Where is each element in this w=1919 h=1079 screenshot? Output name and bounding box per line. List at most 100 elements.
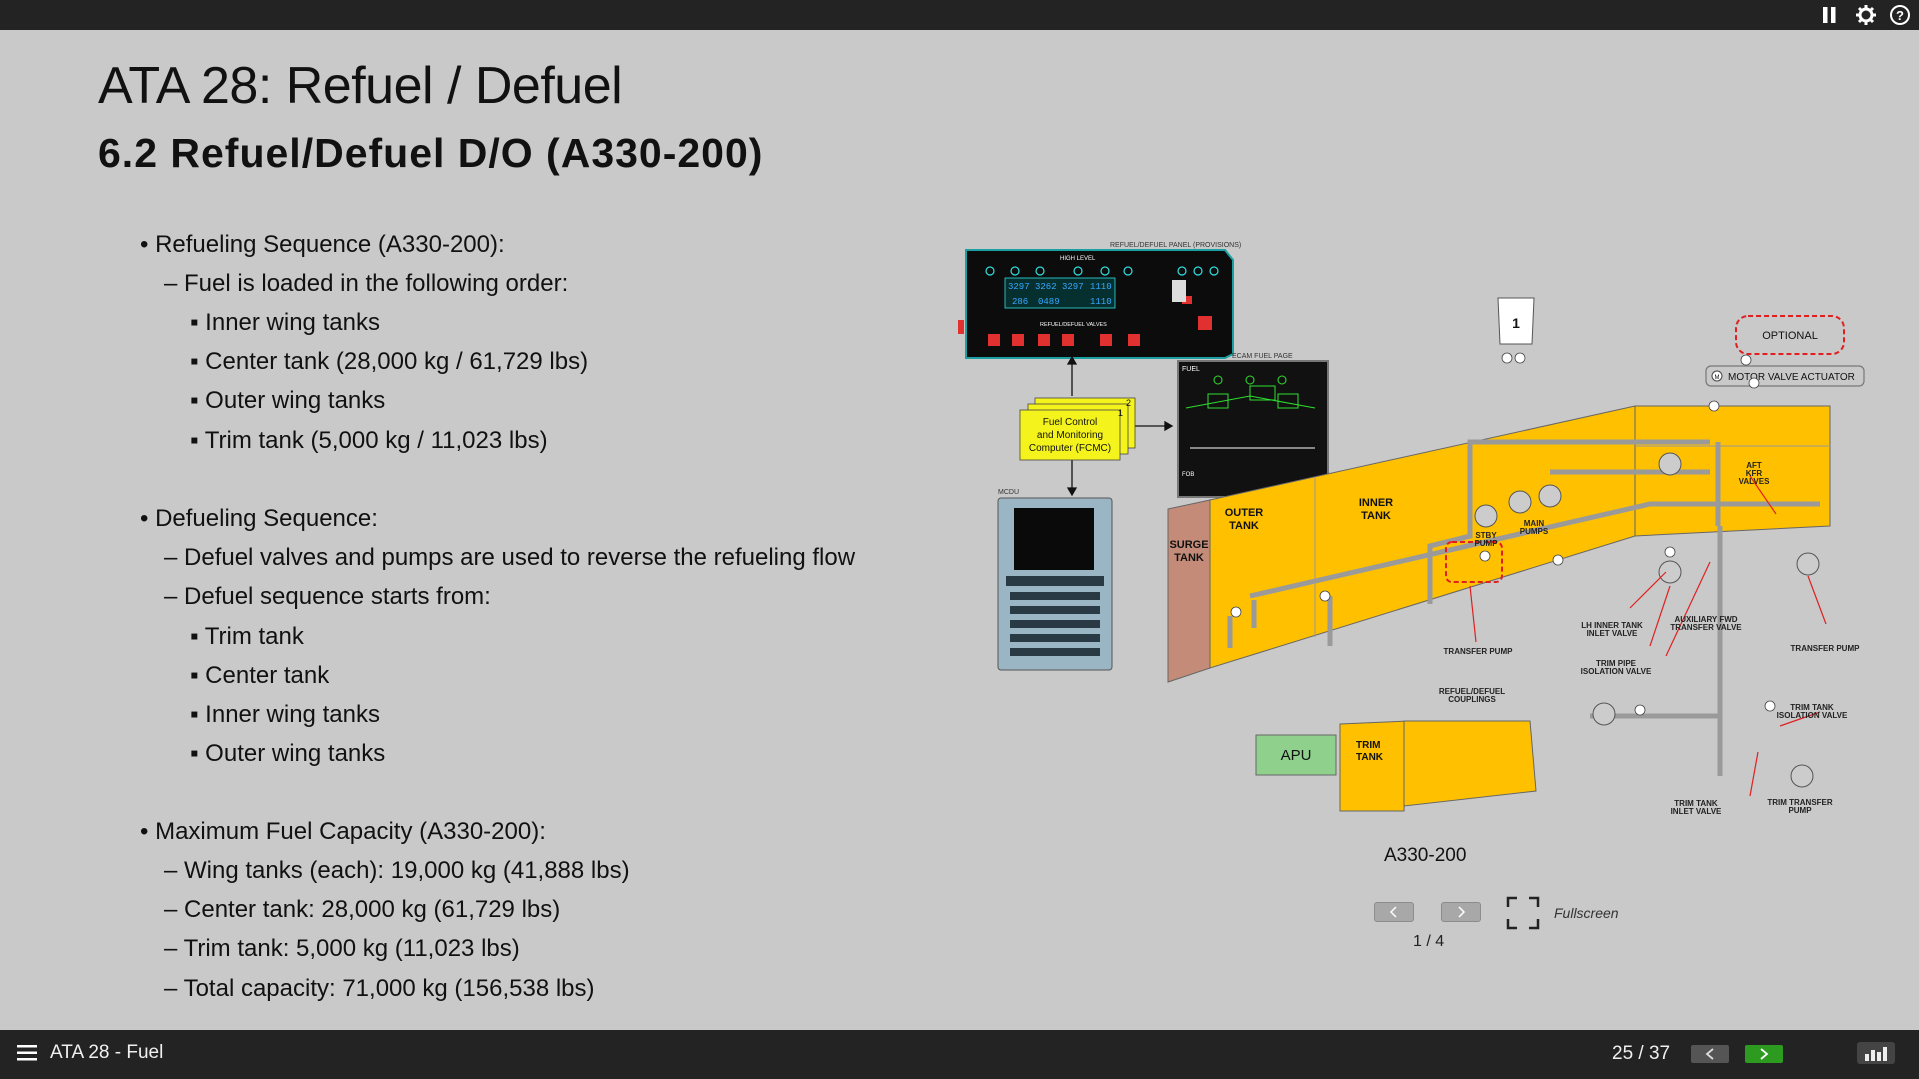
ecam-fob-label: FOB <box>1182 472 1194 478</box>
trim-tank-label: TANK <box>1356 752 1384 763</box>
optional-label: OPTIONAL <box>1762 330 1818 342</box>
callout: TRIM TANK <box>1674 799 1718 808</box>
next-page-button[interactable] <box>1745 1045 1783 1063</box>
mcdu-title: MCDU <box>998 489 1019 496</box>
panel-digit: 286 <box>1012 297 1028 307</box>
pipes <box>1227 439 1820 776</box>
bullet-item: ▪ Trim tank (5,000 kg / 11,023 lbs) <box>190 427 548 454</box>
callout: TRIM TRANSFER <box>1767 798 1833 807</box>
surge-tank-label: TANK <box>1174 552 1204 564</box>
bullet-capacity-item: – Trim tank: 5,000 kg (11,023 lbs) <box>164 935 520 962</box>
fcmc-tag: 2 <box>1126 398 1131 408</box>
surge-tank-label: SURGE <box>1169 539 1208 551</box>
prev-page-button[interactable] <box>1691 1045 1729 1063</box>
page-counter: 25 / 37 <box>1612 1043 1671 1064</box>
slide-title: ATA 28: Refuel / Defuel <box>98 57 623 115</box>
bullet-item: ▪ Outer wing tanks <box>190 740 386 767</box>
refuel-defuel-panel: REFUEL/DEFUEL PANEL (PROVISIONS) HIGH LE… <box>958 242 1241 359</box>
bullet-defuel-starts: – Defuel sequence starts from: <box>164 583 491 610</box>
bullet-item: ▪ Center tank <box>190 662 330 689</box>
fullscreen-icon[interactable] <box>1506 896 1540 930</box>
inner-tank-label: INNER <box>1359 497 1393 509</box>
pod-label: 1 <box>1512 315 1520 331</box>
bullet-defueling-sequence: • Defueling Sequence: <box>140 505 378 532</box>
bottom-toolbar: ATA 28 - Fuel 25 / 37 <box>0 1030 1919 1079</box>
motor-valve-label: MOTOR VALVE ACTUATOR <box>1728 372 1855 383</box>
inner-tank-label: TANK <box>1361 510 1391 522</box>
gallery-next-button[interactable] <box>1441 902 1481 922</box>
chevron-right-icon <box>1760 1048 1769 1060</box>
callout: STBY <box>1475 531 1497 540</box>
fuel-pod: 1 <box>1497 297 1535 345</box>
callout: INLET VALVE <box>1671 807 1722 816</box>
panel-digit: 1110 <box>1090 297 1112 307</box>
fcmc-label: Fuel Control <box>1043 417 1097 428</box>
callout: PUMPS <box>1520 527 1549 536</box>
pumps <box>1474 452 1820 788</box>
callout: LH INNER TANK <box>1581 621 1643 630</box>
bullet-fuel-order: – Fuel is loaded in the following order: <box>164 270 569 297</box>
panel-digit: 0489 <box>1038 297 1060 307</box>
stats-icon[interactable] <box>1857 1042 1895 1064</box>
ecam-title: ECAM FUEL PAGE <box>1232 353 1293 360</box>
callout: PUMP <box>1788 806 1812 815</box>
panel-digit: 3297 <box>1008 282 1030 292</box>
callout: PUMP <box>1474 539 1498 548</box>
panel-title: REFUEL/DEFUEL PANEL (PROVISIONS) <box>1110 242 1241 249</box>
gear-icon[interactable] <box>1855 4 1877 26</box>
chevron-left-icon <box>1705 1048 1714 1060</box>
mcdu: MCDU <box>997 489 1113 671</box>
outer-tank-label: TANK <box>1229 520 1259 532</box>
callout: TRIM TANK <box>1790 703 1834 712</box>
fullscreen-label[interactable]: Fullscreen <box>1554 905 1619 921</box>
panel-digit: 3262 <box>1035 282 1057 292</box>
ecam-fuel-label: FUEL <box>1182 366 1200 373</box>
outer-tank-label: OUTER <box>1225 507 1264 519</box>
ecam-fuel-page: ECAM FUEL PAGE FUEL FOB <box>1177 353 1329 498</box>
trim-tank-label: TRIM <box>1356 740 1380 751</box>
trim-section: APU TRIM TANK <box>1255 720 1537 812</box>
panel-digit: 1110 <box>1090 282 1112 292</box>
callout: ISOLATION VALVE <box>1581 667 1652 676</box>
fcmc-box: 2 1 Fuel Control and Monitoring Computer… <box>1019 397 1136 461</box>
motor-symbol: M <box>1715 375 1720 381</box>
help-icon[interactable]: ? <box>1889 4 1911 26</box>
apu-label: APU <box>1281 747 1312 764</box>
course-title: ATA 28 - Fuel <box>50 1042 164 1063</box>
fcmc-tag: 1 <box>1118 408 1123 418</box>
bullet-item: ▪ Trim tank <box>190 623 304 650</box>
callout: TRIM PIPE <box>1596 659 1637 668</box>
bar-chart-icon <box>1865 1047 1887 1061</box>
bullet-capacity-item: – Total capacity: 71,000 kg (156,538 lbs… <box>164 975 595 1002</box>
bullet-item: ▪ Center tank (28,000 kg / 61,729 lbs) <box>190 348 589 375</box>
gallery-prev-button[interactable] <box>1374 902 1414 922</box>
svg-text:?: ? <box>1896 8 1904 23</box>
fuel-system-diagram: REFUEL/DEFUEL PANEL (PROVISIONS) HIGH LE… <box>958 242 1865 816</box>
callout: TRANSFER PUMP <box>1791 644 1861 653</box>
pause-icon[interactable] <box>1819 4 1841 26</box>
bullet-item: ▪ Inner wing tanks <box>190 309 380 336</box>
bullet-refueling-sequence: • Refueling Sequence (A330-200): <box>140 231 505 258</box>
bullet-defuel-valves: – Defuel valves and pumps are used to re… <box>164 544 856 571</box>
panel-valves: REFUEL/DEFUEL VALVES <box>1040 322 1107 328</box>
fcmc-label: Computer (FCMC) <box>1029 443 1111 454</box>
diagram-caption: A330-200 <box>1384 845 1467 866</box>
callout: AUXILIARY FWD <box>1674 615 1737 624</box>
fcmc-label: and Monitoring <box>1037 430 1103 441</box>
callout: KFR <box>1746 469 1763 478</box>
callout: TRANSFER PUMP <box>1444 647 1514 656</box>
chevron-left-icon <box>1389 906 1397 918</box>
callout: AFT <box>1746 461 1762 470</box>
bullet-item: ▪ Inner wing tanks <box>190 701 380 728</box>
callout: REFUEL/DEFUEL <box>1439 687 1505 696</box>
bullet-item: ▪ Outer wing tanks <box>190 387 386 414</box>
callout: ISOLATION VALVE <box>1777 711 1848 720</box>
chevron-right-icon <box>1458 906 1466 918</box>
legend: OPTIONAL M MOTOR VALVE ACTUATOR <box>1705 315 1865 387</box>
callout: TRANSFER VALVE <box>1670 623 1742 632</box>
bullet-capacity-item: – Wing tanks (each): 19,000 kg (41,888 l… <box>164 857 630 884</box>
gallery-counter: 1 / 4 <box>1413 933 1445 950</box>
slide-subtitle: 6.2 Refuel/Defuel D/O (A330-200) <box>98 130 764 176</box>
menu-icon[interactable] <box>17 1044 37 1062</box>
panel-high-level: HIGH LEVEL <box>1060 256 1096 262</box>
